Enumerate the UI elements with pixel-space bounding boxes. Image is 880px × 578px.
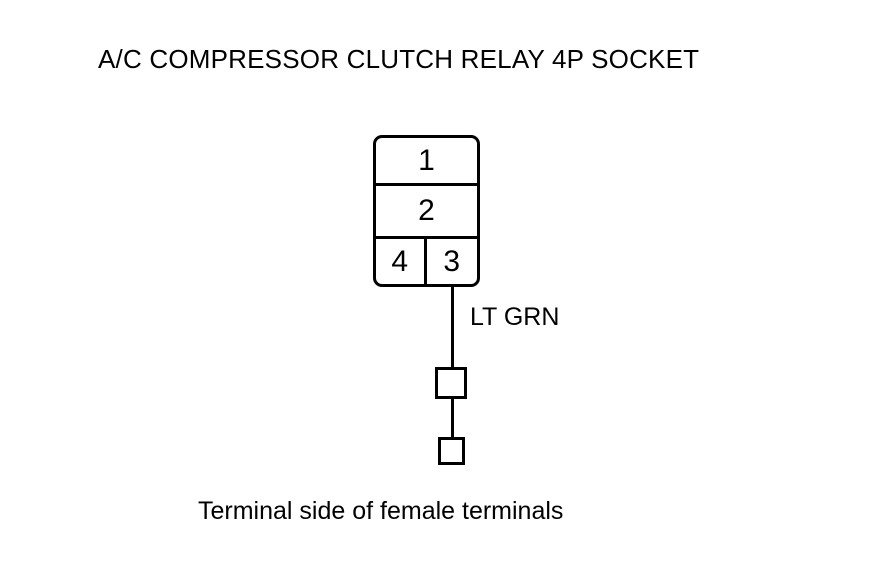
wire-segment-between-terminals: [451, 396, 454, 439]
cavity-4: 4: [376, 239, 427, 284]
wire-color-label: LT GRN: [470, 303, 560, 331]
cavity-2: 2: [418, 194, 435, 227]
cavity-3: 3: [443, 244, 461, 278]
page-title: A/C COMPRESSOR CLUTCH RELAY 4P SOCKET: [98, 44, 700, 74]
cavity-1: 1: [418, 143, 435, 177]
connector-row-3: 4 3: [376, 239, 477, 284]
terminal-blade-large: [435, 367, 467, 399]
diagram-caption: Terminal side of female terminals: [198, 497, 564, 525]
terminal-blade-small: [438, 437, 465, 465]
relay-socket-connector: 1 2 4 3: [373, 135, 480, 287]
connector-row-2: 2: [376, 186, 477, 239]
wire-segment-from-cavity-3: [451, 285, 454, 369]
connector-row-1: 1: [376, 138, 477, 186]
